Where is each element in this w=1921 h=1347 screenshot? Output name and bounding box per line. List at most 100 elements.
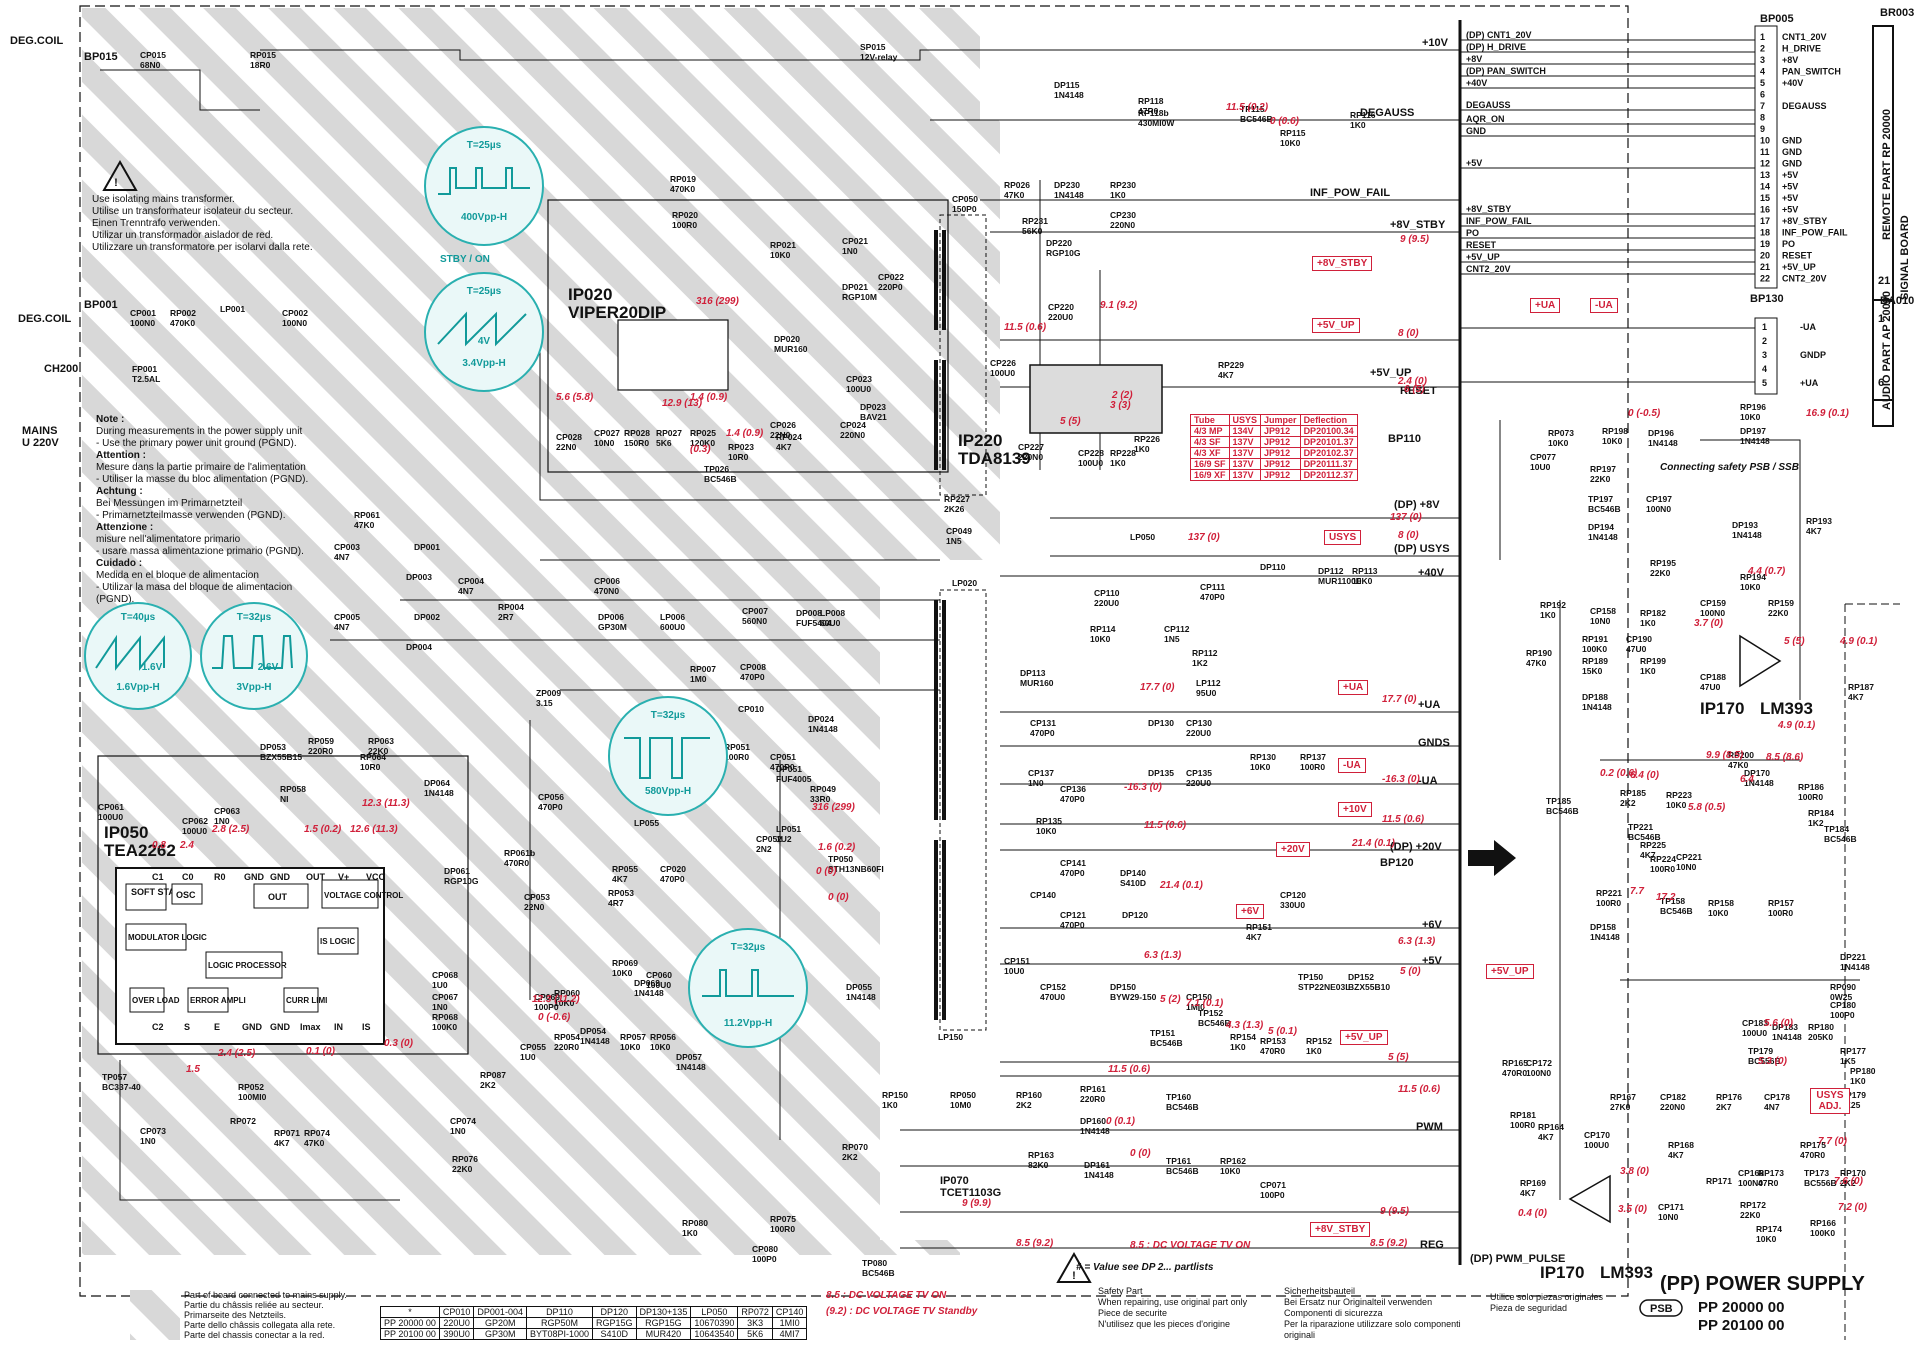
safety-line: Pieza de seguridad bbox=[1490, 1303, 1568, 1313]
component-rp054-ref: RP054 bbox=[554, 1032, 580, 1042]
component-dp170-ref: DP170 bbox=[1744, 768, 1770, 778]
pin-in: IN bbox=[334, 1022, 343, 1032]
component-cp027-value: 10N0 bbox=[594, 438, 615, 448]
pin-c0: C0 bbox=[182, 872, 194, 882]
component-cp067-value: 1N0 bbox=[432, 1002, 448, 1012]
component-rp185-value: 2K2 bbox=[1620, 798, 1636, 808]
vt-cell: GP30M bbox=[473, 1328, 527, 1340]
voltage-reading: 5 (5) bbox=[1060, 416, 1081, 427]
component-rp194-ref: RP194 bbox=[1740, 572, 1766, 582]
component-tp050-value: STH13NB60FI bbox=[828, 864, 884, 874]
component-cp135-value: 220U0 bbox=[1186, 778, 1211, 788]
safety-line: Bei Ersatz nur Originalteil verwenden bbox=[1284, 1297, 1433, 1307]
component-dp188-value: 1N4148 bbox=[1582, 702, 1612, 712]
component-tp115-ref: TP115 bbox=[1240, 104, 1265, 114]
component-cp190-value: 47U0 bbox=[1626, 644, 1647, 654]
component-cp141-ref: CP141 bbox=[1060, 858, 1086, 868]
component-rp021-ref: RP021 bbox=[770, 240, 796, 250]
component-lp051-value: 1U2 bbox=[776, 834, 792, 844]
component-tp184-value: BC546B bbox=[1824, 834, 1857, 844]
voltage-reading: 2.8 (2.5) bbox=[211, 824, 250, 835]
osc4-period: T=32µs bbox=[236, 612, 272, 623]
component-cp230-value: 220N0 bbox=[1110, 220, 1135, 230]
block-osc: OSC bbox=[176, 890, 196, 900]
ip170-ref-top: IP170 bbox=[1700, 699, 1744, 718]
component-rp073-ref: RP073 bbox=[1548, 428, 1574, 438]
component-cp197-ref: CP197 bbox=[1646, 494, 1672, 504]
voltage-reading: 0.3 (0) bbox=[384, 1038, 414, 1049]
voltage-reading: 5 (0) bbox=[1400, 966, 1421, 977]
voltage-reading: 3.5 (0) bbox=[1618, 1204, 1648, 1215]
component-rp137-value: 100R0 bbox=[1300, 762, 1325, 772]
warning-triangle-icon bbox=[102, 159, 138, 191]
component-cp050-ref: CP050 bbox=[952, 194, 978, 204]
component-lp055-ref: LP055 bbox=[634, 818, 659, 828]
component-rp074-value: 47K0 bbox=[304, 1138, 325, 1148]
component-tp161-value: BC546B bbox=[1166, 1166, 1199, 1176]
component-rp194-value: 10K0 bbox=[1740, 582, 1761, 592]
bp005-pin-signal: CNT2_20V bbox=[1782, 274, 1827, 284]
component-rp223-ref: RP223 bbox=[1666, 790, 1692, 800]
component-rp175-ref: RP175 bbox=[1800, 1140, 1826, 1150]
component-rp181-ref: RP181 bbox=[1510, 1110, 1536, 1120]
vt-cell: 10643540 bbox=[690, 1328, 739, 1340]
component-rp112-value: 1K2 bbox=[1192, 658, 1208, 668]
component-rp161-value: 220R0 bbox=[1080, 1094, 1105, 1104]
component-cp062-value: 100U0 bbox=[182, 826, 207, 836]
voltage-reading: 21.4 (0.1) bbox=[1159, 880, 1203, 891]
pin-gnd-a: GND bbox=[244, 872, 265, 882]
component-cp178-ref: CP178 bbox=[1764, 1092, 1790, 1102]
tag-5v-up-mid: +5V_UP bbox=[1340, 1030, 1388, 1045]
component-rp151-ref: RP151 bbox=[1246, 922, 1272, 932]
voltage-reading: 8.5 (9.2) bbox=[1370, 1238, 1408, 1249]
block-modulator-logic: MODULATOR LOGIC bbox=[128, 933, 207, 942]
component-lp112-ref: LP112 bbox=[1196, 678, 1221, 688]
component-tp185-value: BC546B bbox=[1546, 806, 1579, 816]
component-rp028-ref: RP028 bbox=[624, 428, 650, 438]
component-rp074-ref: RP074 bbox=[304, 1128, 330, 1138]
component-cp063-ref: CP063 bbox=[214, 806, 240, 816]
component-rp115-ref: RP115 bbox=[1280, 128, 1306, 138]
component-cp067-ref: CP067 bbox=[432, 992, 458, 1002]
component-cp120-ref: CP120 bbox=[1280, 890, 1306, 900]
voltage-reading: 0 (-0.5) bbox=[1628, 408, 1661, 419]
ip050-ref: IP050 bbox=[104, 823, 148, 842]
component-rp116-ref: RP116 bbox=[1350, 110, 1376, 120]
bus-label-cnt2: CNT2_20V bbox=[1466, 264, 1511, 274]
voltage-reading: 9 (9.5) bbox=[1400, 234, 1430, 245]
component-rp181-value: 100R0 bbox=[1510, 1120, 1535, 1130]
vt-h2: DP001-004 bbox=[473, 1306, 527, 1318]
block-curr-limi: CURR LIMI bbox=[286, 996, 327, 1005]
component-rp153-ref: RP153 bbox=[1260, 1036, 1286, 1046]
component-rp023-value: 10R0 bbox=[728, 452, 749, 462]
component-cp112-value: 1N5 bbox=[1164, 634, 1180, 644]
vt-cell: PP 20100 00 bbox=[380, 1328, 440, 1340]
bp005-pin-signal: GND bbox=[1782, 136, 1803, 146]
component-lp020-ref: LP020 bbox=[952, 578, 977, 588]
component-dp161-ref: DP161 bbox=[1084, 1160, 1110, 1170]
component-rp163-value: 82K0 bbox=[1028, 1160, 1049, 1170]
component-rp118b-value: 430MI0W bbox=[1138, 118, 1175, 128]
component-rp113-ref: RP113 bbox=[1352, 566, 1378, 576]
note-line-13: - Utilizar la masa del bloque de aliment… bbox=[96, 582, 293, 593]
component-rp226-value: 1K0 bbox=[1134, 444, 1150, 454]
tda8139-chip bbox=[1029, 364, 1163, 434]
voltage-reading: 12.3 (11.2) bbox=[532, 994, 580, 1005]
dt-h2: Jumper bbox=[1260, 414, 1301, 426]
component-rp052-value: 100MI0 bbox=[238, 1092, 267, 1102]
vt-h3: DP110 bbox=[525, 1306, 594, 1318]
component-rp069-value: 10K0 bbox=[612, 968, 633, 978]
component-pp180-value: 1K0 bbox=[1850, 1076, 1866, 1086]
pin-e: E bbox=[214, 1022, 220, 1032]
bp005-pin-signal: +5V bbox=[1782, 182, 1798, 192]
component-rp025-ref: RP025 bbox=[690, 428, 716, 438]
component-rp152-value: 1K0 bbox=[1306, 1046, 1322, 1056]
component-cp136-value: 470P0 bbox=[1060, 794, 1085, 804]
component-rp172-ref: RP172 bbox=[1740, 1200, 1766, 1210]
component-tp057-value: BC337-40 bbox=[102, 1082, 141, 1092]
bp005-pin-number: 5 bbox=[1760, 78, 1765, 88]
component-rp024-ref: RP024 bbox=[776, 432, 802, 442]
component-tp115-value: BC546B bbox=[1240, 114, 1273, 124]
component-cp137-ref: CP137 bbox=[1028, 768, 1054, 778]
component-rp068-ref: RP068 bbox=[432, 1012, 458, 1022]
